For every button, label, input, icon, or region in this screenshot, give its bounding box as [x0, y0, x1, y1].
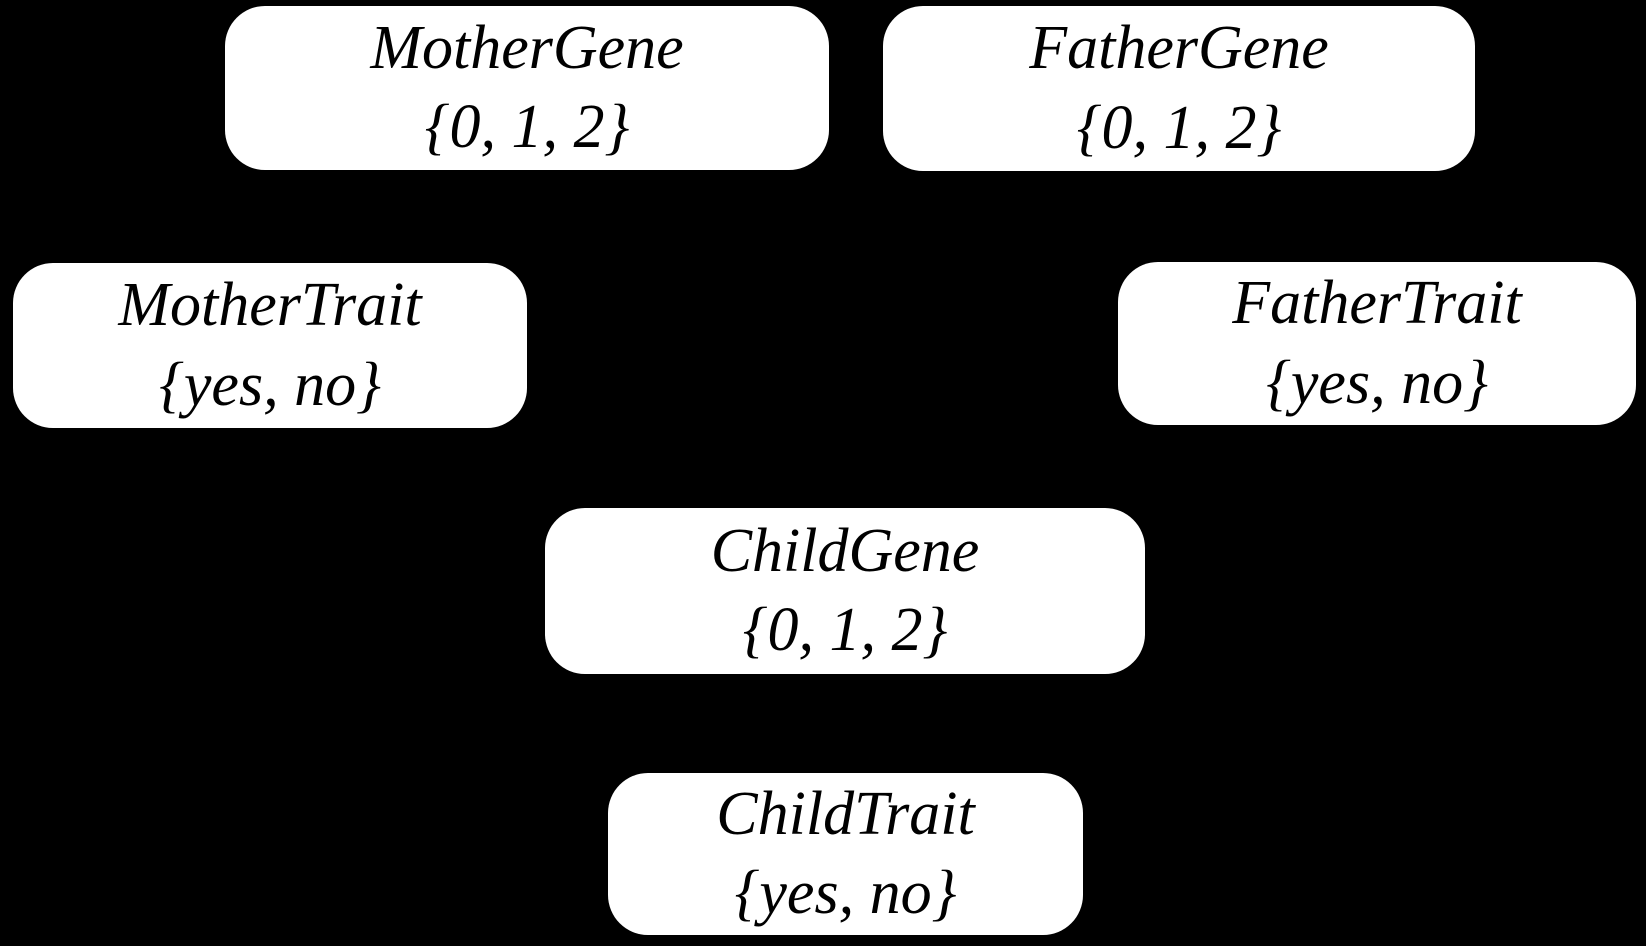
node-label: MotherTrait: [118, 271, 422, 340]
node-label: ChildTrait: [716, 779, 975, 848]
node-domain-values: {yes, no}: [159, 350, 381, 419]
node-child-gene: ChildGene {0, 1, 2}: [545, 508, 1145, 674]
node-domain-values: {0, 1, 2}: [1076, 93, 1282, 162]
node-mother-trait: MotherTrait {yes, no}: [13, 263, 527, 428]
node-label: FatherTrait: [1232, 269, 1522, 338]
node-domain-values: {0, 1, 2}: [424, 93, 630, 161]
node-label: MotherGene: [370, 13, 684, 82]
node-father-gene: FatherGene {0, 1, 2}: [883, 6, 1475, 171]
node-domain-values: {yes, no}: [1266, 348, 1488, 417]
node-domain-values: {yes, no}: [734, 859, 957, 927]
node-domain-values: {0, 1, 2}: [742, 596, 948, 664]
node-father-trait: FatherTrait {yes, no}: [1118, 262, 1636, 425]
node-label: FatherGene: [1029, 14, 1329, 83]
node-mother-gene: MotherGene {0, 1, 2}: [225, 6, 829, 170]
node-child-trait: ChildTrait {yes, no}: [608, 773, 1083, 935]
node-label: ChildGene: [710, 516, 980, 585]
